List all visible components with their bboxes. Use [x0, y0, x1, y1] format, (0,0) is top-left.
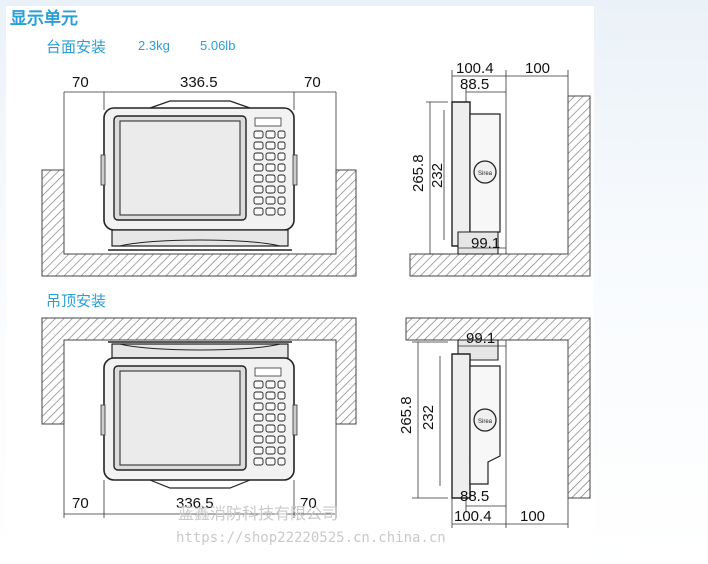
desk-front-width: 336.5	[180, 74, 218, 91]
weight-lb: 5.06lb	[200, 38, 236, 53]
desk-side-rear-clearance: 100	[525, 60, 551, 77]
ceiling-front-niche-hatch	[41, 317, 357, 425]
ceiling-side-depth-body: 88.5	[460, 488, 490, 505]
desk-side-height-total: 265.8	[410, 154, 427, 192]
ceiling-side-knob	[473, 408, 497, 432]
desk-side-niche-hatch	[409, 95, 591, 277]
watermark-company: 蓝鑫消防科技有限公司	[178, 506, 339, 523]
ceiling-front-right-clearance: 70	[300, 495, 317, 512]
desk-side-bezel	[451, 101, 471, 247]
desk-front-left-clearance: 70	[72, 74, 89, 91]
watermark-url: https://shop22220525.cn.china.cn	[176, 530, 446, 546]
ceiling-side-depth-total: 100.4	[454, 508, 492, 525]
ceiling-mount-label: 吊顶安装	[46, 293, 107, 310]
ceiling-side-height-body: 232	[420, 404, 437, 430]
desk-side-view: Sirea	[409, 70, 591, 277]
desk-side-base-depth: 99.1	[471, 235, 501, 252]
section-title: 显示单元	[10, 9, 78, 28]
ceiling-front-bracket	[111, 343, 289, 359]
desk-front-screen	[119, 120, 241, 216]
ceiling-side-knob-label: Sirea	[478, 419, 493, 425]
desk-side-knob-label: Sirea	[478, 171, 493, 177]
ceiling-side-bracket-depth: 99.1	[466, 330, 496, 347]
desk-side-depth-total: 100.4	[456, 60, 494, 77]
ceiling-front-left-clearance: 70	[72, 495, 89, 512]
desk-side-depth-body: 88.5	[460, 76, 490, 93]
ceiling-side-height-total: 265.8	[398, 396, 415, 434]
desk-side-knob	[473, 160, 497, 184]
ceiling-front-view	[41, 317, 357, 518]
desk-front-right-clearance: 70	[304, 74, 321, 91]
desk-front-base	[111, 229, 289, 247]
ceiling-side-rear-clearance: 100	[520, 508, 546, 525]
ceiling-front-screen	[119, 370, 241, 466]
weight-kg: 2.3kg	[138, 38, 170, 53]
ceiling-front-keypad	[253, 380, 286, 466]
desk-mount-label: 台面安装	[46, 39, 107, 56]
ceiling-side-view: Sirea	[405, 317, 591, 528]
desk-front-keypad	[253, 130, 286, 216]
desk-side-base	[457, 231, 499, 255]
desk-side-height-body: 232	[429, 162, 446, 188]
desk-front-view	[41, 91, 357, 277]
ceiling-front-width: 336.5	[176, 495, 214, 512]
ceiling-side-bezel	[451, 353, 471, 499]
